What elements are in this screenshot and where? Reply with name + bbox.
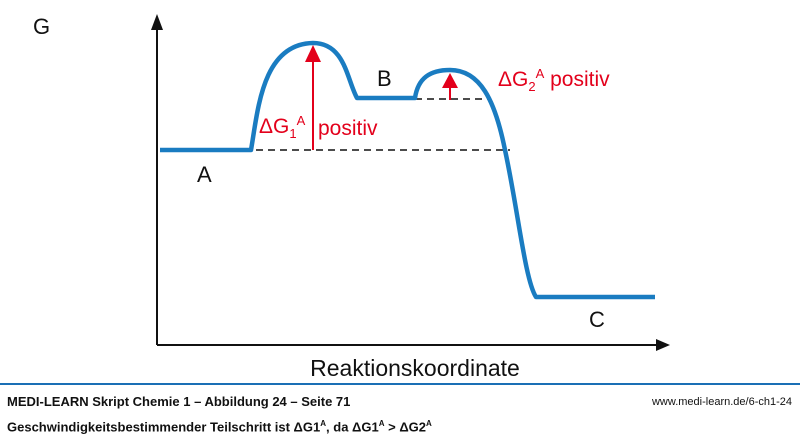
state-b-label: B <box>377 66 392 91</box>
delta-g1-label: ΔG1A <box>259 113 305 141</box>
delta-g1-symbol: ΔG <box>259 115 290 138</box>
x-axis-label: Reaktionskoordinate <box>310 355 520 381</box>
source-url: www.medi-learn.de/6-ch1-24 <box>651 396 792 408</box>
caption-part: , da ΔG1 <box>326 419 379 435</box>
footer-divider <box>0 383 800 385</box>
delta-g1-sup: A <box>296 113 306 128</box>
y-axis-label: G <box>33 14 51 39</box>
delta-g1-text: positiv <box>318 117 378 140</box>
caption-sup: A <box>378 419 385 428</box>
caption-sup: A <box>320 419 327 428</box>
y-axis <box>151 14 163 345</box>
energy-curve <box>160 40 655 300</box>
delta-g2-text: positiv <box>550 68 610 91</box>
x-axis <box>157 339 670 351</box>
caption-sup: A <box>426 419 432 428</box>
caption-part: Geschwindigkeitsbestimmender Teilschritt… <box>7 419 321 435</box>
delta-g1-sub: 1 <box>289 126 297 142</box>
state-c-label: C <box>589 307 605 332</box>
delta-g2-sub: 2 <box>528 79 536 95</box>
delta-g2-symbol: ΔG <box>498 68 529 91</box>
source-text: MEDI-LEARN Skript Chemie 1 – Abbildung 2… <box>7 394 351 409</box>
delta-g2-sup: A <box>535 66 545 81</box>
caption-part: > ΔG2 <box>384 419 427 435</box>
delta-g1-arrow <box>305 45 321 150</box>
delta-g2-arrow <box>442 73 458 100</box>
caption: Geschwindigkeitsbestimmender Teilschritt… <box>7 419 432 434</box>
state-a-label: A <box>197 162 212 187</box>
delta-g2-label: ΔG2A positiv <box>498 66 610 94</box>
